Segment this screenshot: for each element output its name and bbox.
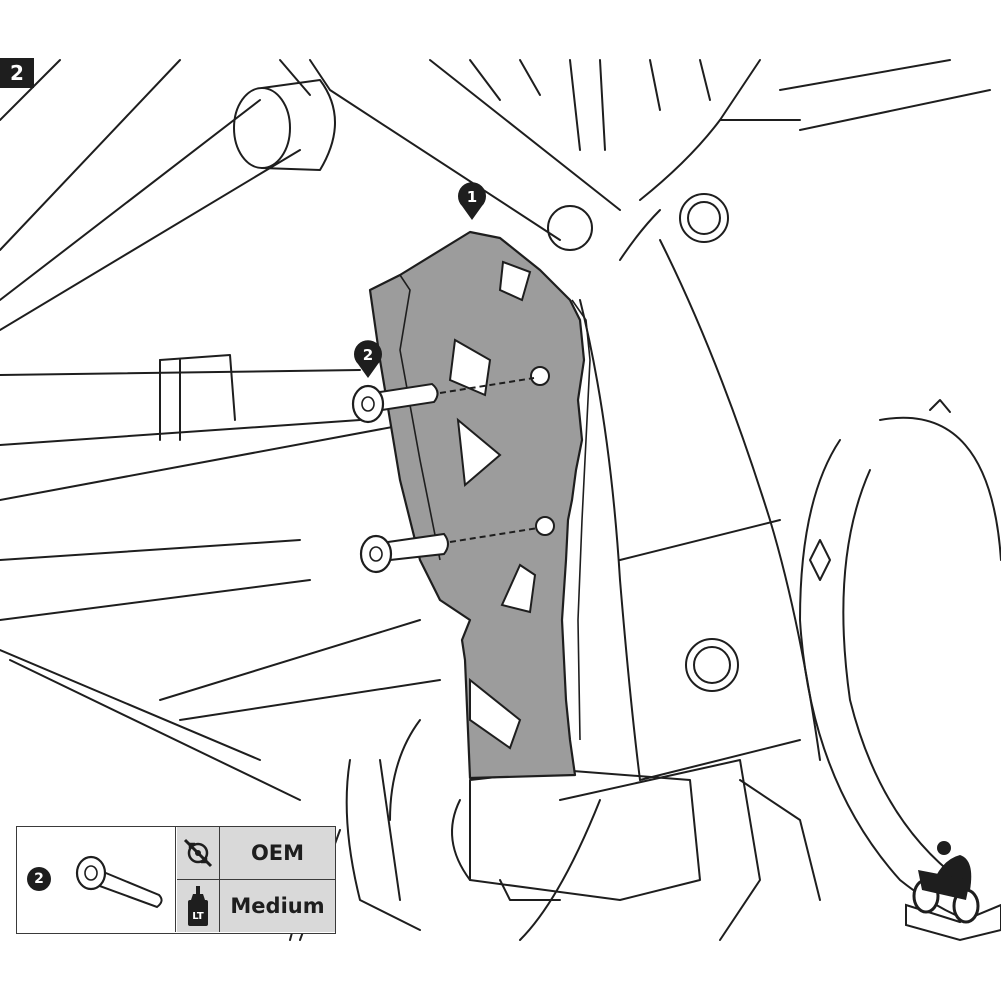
legend-medium-text: Medium — [230, 894, 325, 918]
callout-marker-1: 1 — [458, 182, 486, 220]
legend-oem-text: OEM — [250, 841, 305, 865]
callout-label-2: 2 — [363, 346, 373, 364]
bolt-icon — [359, 527, 539, 574]
bolt-icon — [351, 377, 535, 424]
motorcycle-frame-lines — [0, 59, 1001, 941]
callout-marker-2: 2 — [354, 340, 383, 378]
guard-plate — [368, 230, 591, 780]
legend-part-number: 2 — [27, 867, 51, 891]
legend-row-medium: LT Medium — [177, 880, 335, 932]
bolt-icon — [75, 855, 163, 909]
legend-row-oem: OEM — [177, 827, 335, 880]
bottle-label: LT — [192, 911, 204, 922]
hardware-legend: 2 OEM LT Medium — [16, 826, 336, 934]
motorcycle-position-icon — [905, 841, 1001, 942]
legend-part-cell: 2 — [17, 827, 176, 932]
thread-lock-bottle-icon: LT — [177, 880, 220, 932]
callout-label-1: 1 — [467, 188, 477, 206]
no-thread-lock-icon — [177, 827, 220, 879]
step-number-badge: 2 — [0, 58, 34, 88]
